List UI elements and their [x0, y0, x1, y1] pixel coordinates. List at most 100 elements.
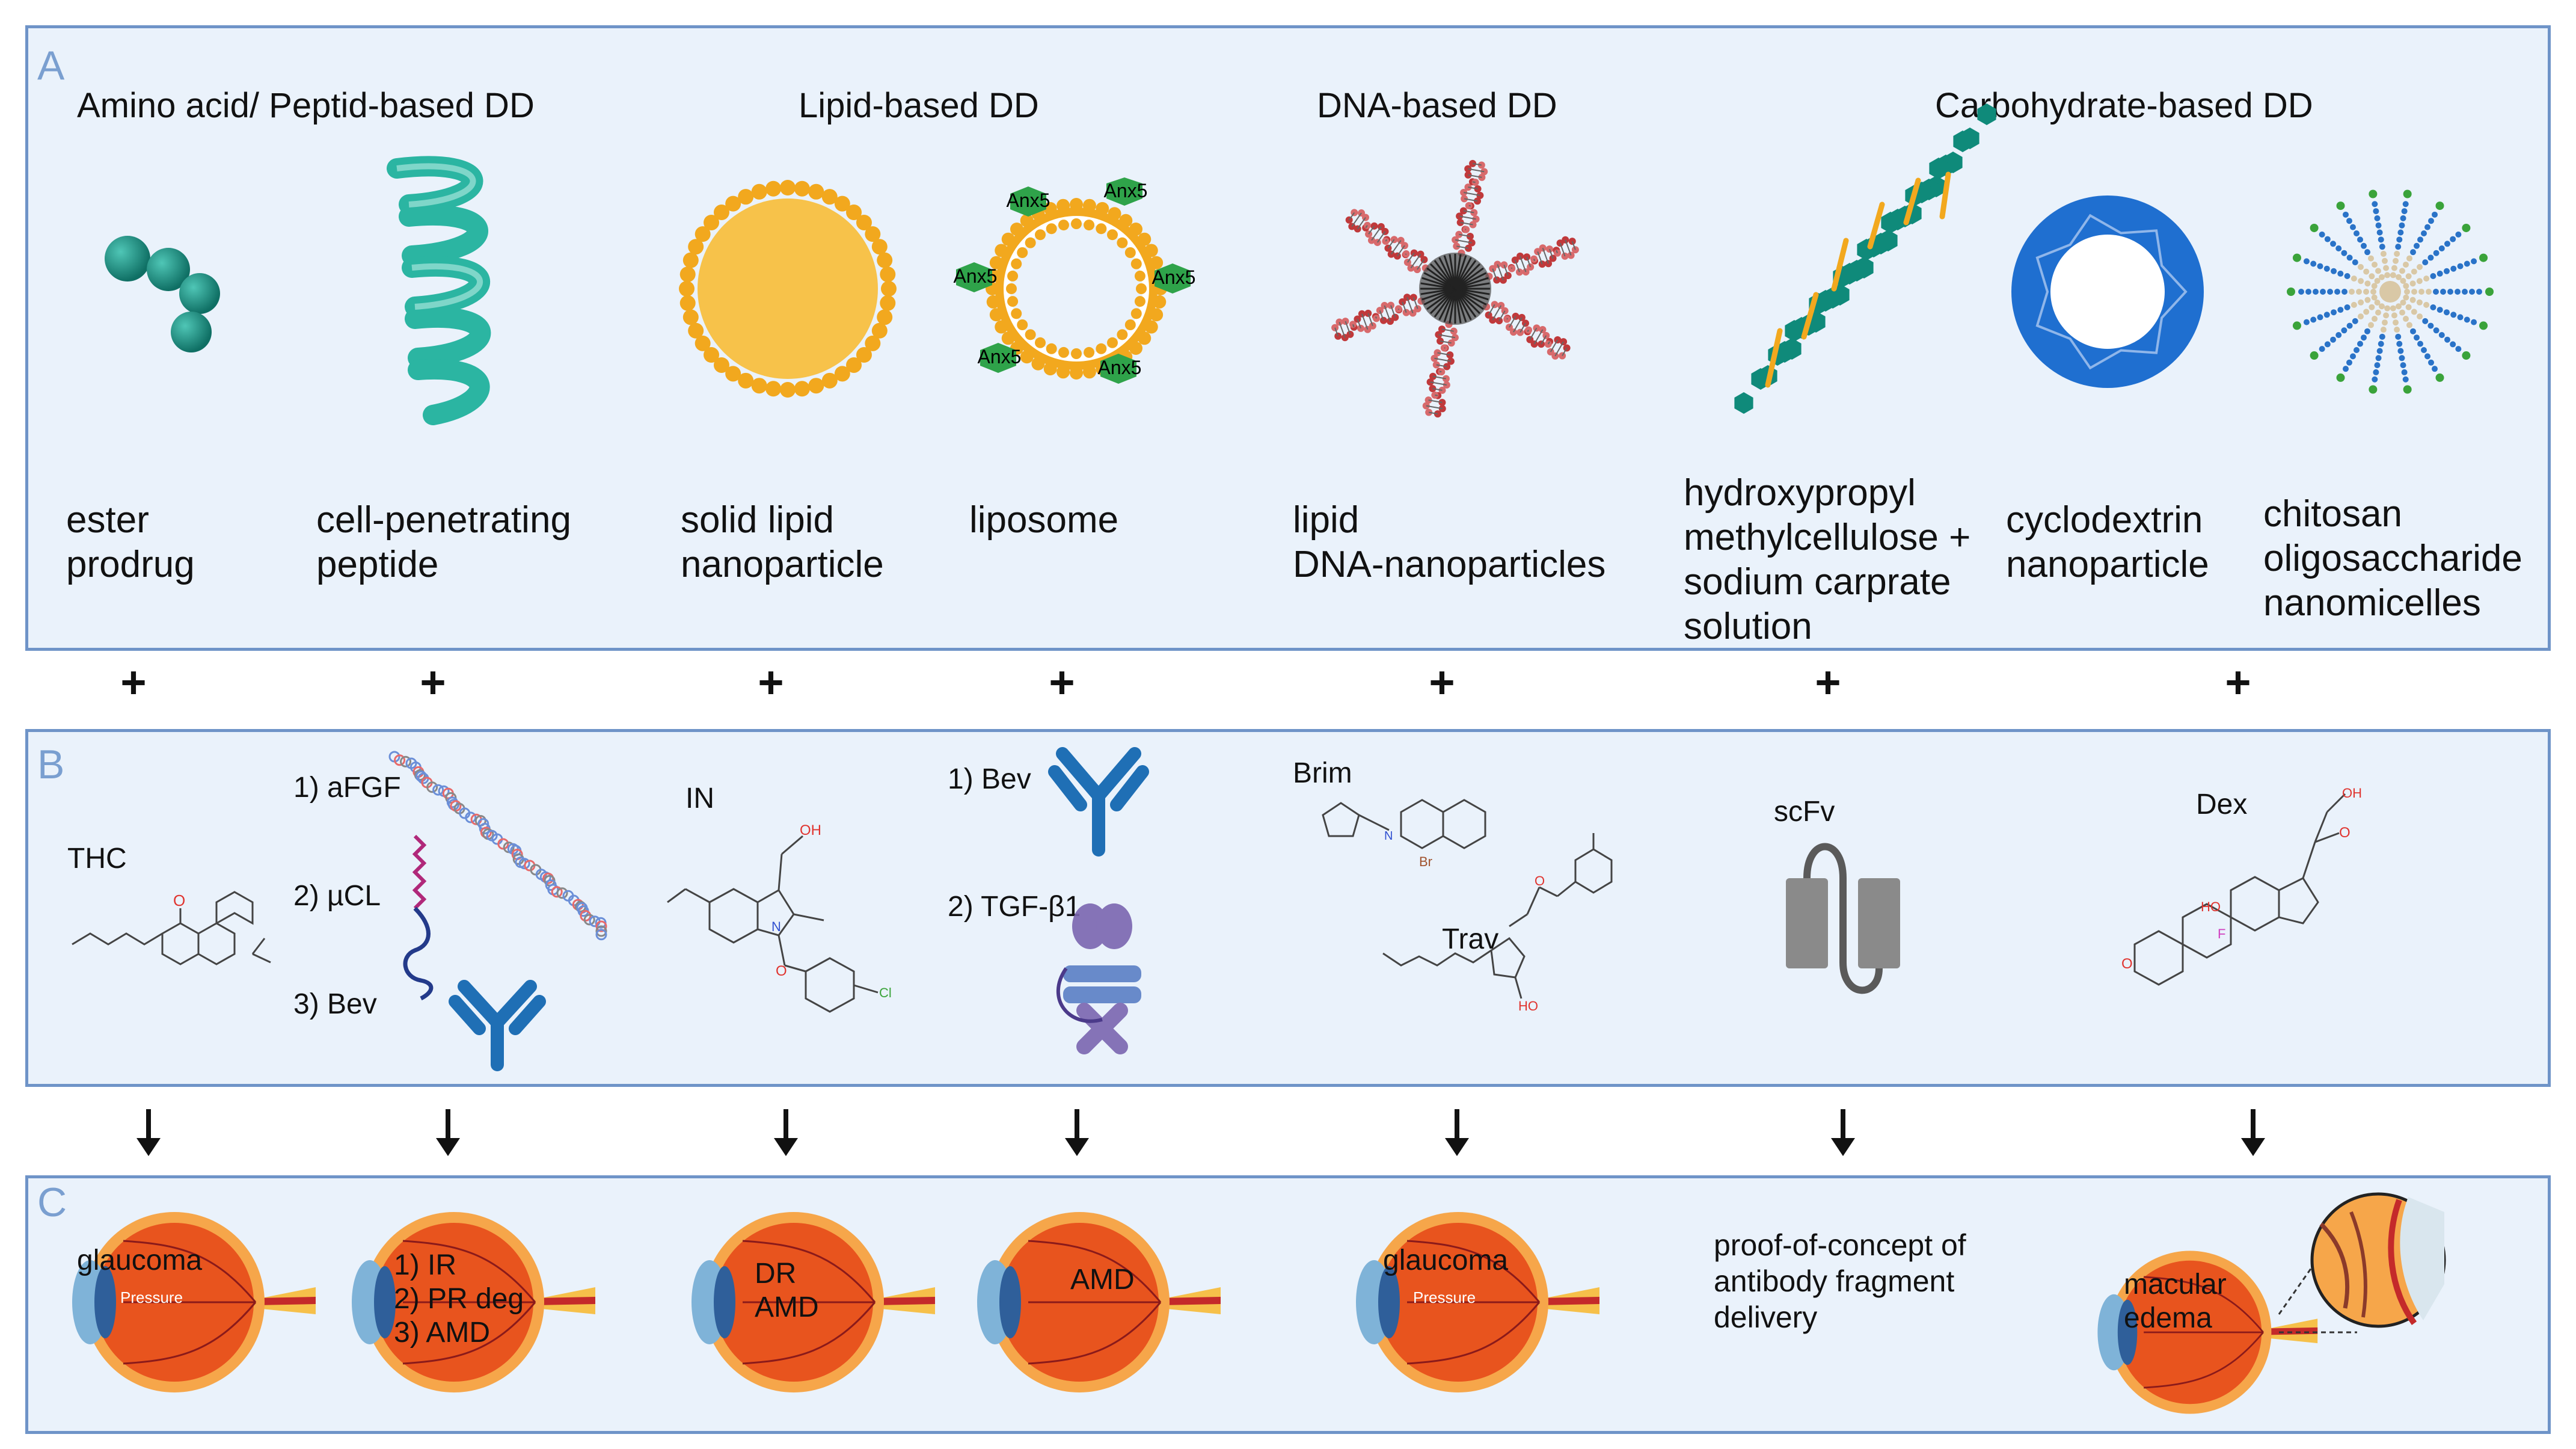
- svg-text:Anx5: Anx5: [954, 265, 998, 287]
- svg-text:OH: OH: [800, 822, 821, 838]
- bev-antibody-icon: [449, 980, 546, 1071]
- drug-thc: THC: [67, 843, 127, 875]
- anx5-marker: Anx5: [1007, 186, 1050, 217]
- brimonidine-structure: Br N: [1322, 799, 1486, 869]
- solid-lipid-nanoparticle-graphic: [679, 180, 897, 398]
- dna-nanoparticle-graphic: [1331, 159, 1579, 418]
- anx5-marker: Anx5: [978, 343, 1022, 373]
- svg-text:Br: Br: [1419, 854, 1432, 869]
- svg-text:N: N: [771, 919, 781, 934]
- svg-text:OH: OH: [2342, 786, 2362, 801]
- eye-glaucoma-illustration: [72, 1212, 316, 1392]
- drug-bev: 1) Bev: [948, 763, 1031, 795]
- label-cell-penetrating-peptide: cell-penetrating peptide: [316, 499, 571, 585]
- label-lipid-dna-nanoparticles: lipid DNA-nanoparticles: [1293, 499, 1606, 585]
- svg-text:O: O: [2121, 956, 2133, 972]
- arrow-down-icon: [436, 1109, 460, 1156]
- drug-in: IN: [685, 783, 714, 814]
- svg-text:O: O: [2339, 825, 2351, 841]
- arrow-down-icon: [2241, 1109, 2265, 1156]
- disease-dr-amd: DR AMD: [755, 1258, 819, 1323]
- anx5-marker: Anx5: [1098, 354, 1142, 384]
- disease-macular-edema: macular edema: [2124, 1269, 2227, 1334]
- svg-text:Anx5: Anx5: [1098, 357, 1142, 378]
- eye-dr-amd-illustration: [692, 1212, 935, 1392]
- svg-text:O: O: [1535, 873, 1545, 888]
- cyclodextrin-graphic: [2011, 195, 2204, 388]
- label-chitosan-nanomicelles: chitosan oligosaccharide nanomicelles: [2263, 493, 2522, 624]
- ester-prodrug-graphic: [105, 236, 220, 352]
- drug-travoprost: Trav: [1442, 923, 1499, 955]
- tgf-beta1-structure: [1056, 903, 1141, 1054]
- panel-b-label: B: [37, 742, 65, 787]
- label-liposome: liposome: [969, 499, 1119, 541]
- anx5-marker: Anx5: [1104, 177, 1148, 206]
- plus-connector: +: [1429, 657, 1455, 707]
- pressure-label: Pressure: [1413, 1288, 1476, 1306]
- hpmc-graphic: [1734, 103, 1996, 414]
- category-lipid: Lipid-based DD: [799, 86, 1039, 125]
- travoprost-structure: O HO: [1382, 833, 1613, 1014]
- arrow-down-icon: [1065, 1109, 1089, 1156]
- drug-ucl: 2) µCL: [293, 880, 381, 912]
- disease-amd: AMD: [1070, 1264, 1135, 1296]
- drug-tgf-beta1: 2) TGF-β1: [948, 891, 1081, 923]
- svg-text:O: O: [173, 891, 185, 909]
- drug-bev: 3) Bev: [293, 988, 377, 1020]
- panel-c-label: C: [37, 1180, 67, 1225]
- indomethacin-structure: OH O N Cl: [667, 822, 892, 1013]
- arrow-down-icon: [136, 1109, 161, 1156]
- label-cyclodextrin-nanoparticle: cyclodextrin nanoparticle: [2006, 499, 2209, 585]
- disease-glaucoma: glaucoma: [77, 1244, 203, 1276]
- macular-zoom-inset: [2278, 1192, 2446, 1334]
- category-dna: DNA-based DD: [1317, 86, 1557, 125]
- arrow-down-icon: [774, 1109, 798, 1156]
- plus-connector: +: [120, 657, 147, 707]
- proof-of-concept-text: proof-of-concept of antibody fragment de…: [1714, 1228, 1966, 1334]
- svg-text:Anx5: Anx5: [1007, 189, 1050, 211]
- arrow-down-icon: [1831, 1109, 1855, 1156]
- svg-text:Anx5: Anx5: [1104, 180, 1148, 202]
- label-solid-lipid-nanoparticle: solid lipid nanoparticle: [681, 499, 884, 585]
- drug-brimonidine: Brim: [1293, 757, 1352, 789]
- liposome-graphic: Anx5 Anx5 Anx5 Anx5 Anx5 Anx5: [954, 177, 1196, 384]
- plus-connector: +: [758, 657, 784, 707]
- arrow-down-icon: [1445, 1109, 1469, 1156]
- chitosan-micelle-graphic: [2287, 189, 2494, 394]
- pressure-label: Pressure: [120, 1288, 183, 1306]
- svg-text:Anx5: Anx5: [978, 346, 1022, 368]
- eye-glaucoma-illustration: [1356, 1212, 1599, 1392]
- drug-dexamethasone: Dex: [2196, 789, 2248, 820]
- eye-retina-illustration: [352, 1212, 595, 1392]
- disease-glaucoma: glaucoma: [1383, 1244, 1509, 1276]
- category-amino-peptide: Amino acid/ Peptid-based DD: [77, 86, 535, 125]
- label-hpmc-solution: hydroxypropyl methylcellulose + sodium c…: [1684, 472, 1971, 647]
- svg-text:F: F: [2218, 926, 2225, 941]
- plus-connector: +: [2225, 657, 2251, 707]
- plus-connector: +: [420, 657, 446, 707]
- svg-text:HO: HO: [2201, 899, 2221, 914]
- svg-text:Anx5: Anx5: [1152, 266, 1196, 288]
- plus-connector: +: [1049, 657, 1075, 707]
- afgf-structure: [388, 751, 607, 941]
- panel-a-label: A: [37, 43, 65, 88]
- label-ester-prodrug: ester prodrug: [66, 499, 195, 585]
- disease-ir-prdeg-amd: 1) IR 2) PR deg 3) AMD: [394, 1249, 524, 1349]
- ucl-structure: [403, 834, 434, 1001]
- svg-text:HO: HO: [1518, 998, 1538, 1014]
- eye-amd-illustration: [977, 1212, 1221, 1392]
- category-carbohydrate: Carbohydrate-based DD: [1935, 86, 2313, 125]
- drug-afgf: 1) aFGF: [293, 772, 401, 804]
- anx5-marker: Anx5: [954, 262, 998, 292]
- svg-text:Cl: Cl: [879, 985, 892, 1000]
- eye-macular-edema-illustration: [2097, 1251, 2318, 1414]
- plus-connector: +: [1815, 657, 1841, 707]
- peptide-helix-graphic: [387, 156, 491, 425]
- scfv-structure: [1786, 843, 1900, 994]
- svg-text:O: O: [776, 963, 787, 979]
- dexamethasone-structure: O O OH HO F: [2121, 786, 2362, 986]
- svg-text:N: N: [1384, 829, 1393, 843]
- bev-antibody-icon: [1048, 747, 1149, 857]
- drug-scfv: scFv: [1774, 796, 1835, 828]
- thc-structure: O: [72, 891, 271, 965]
